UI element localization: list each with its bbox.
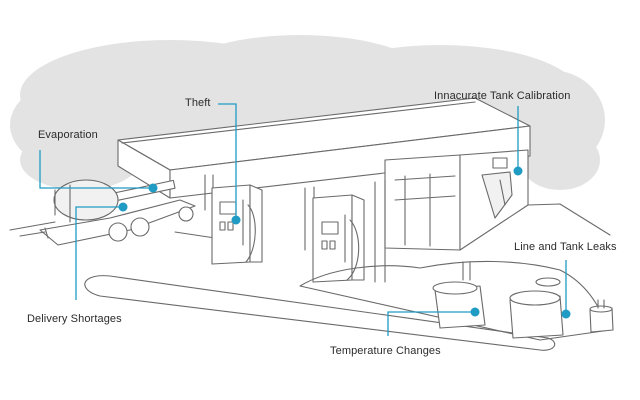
callout-dots	[118, 166, 571, 319]
delivery-label: Delivery Shortages	[27, 313, 122, 325]
theft-label: Theft	[185, 97, 211, 109]
theft-dot	[231, 215, 241, 225]
temperature-dot	[470, 307, 480, 317]
delivery-dot	[118, 202, 128, 212]
temperature-label: Temperature Changes	[330, 345, 441, 357]
leaks-dot	[561, 309, 571, 319]
temperature-leader	[387, 311, 474, 336]
callout-lines	[39, 103, 567, 336]
fuel-pump-left	[211, 184, 263, 265]
theft-leader	[218, 103, 237, 219]
evaporation-dot	[148, 183, 158, 193]
calibration-dot	[513, 166, 523, 176]
underground-tanks	[299, 260, 614, 341]
fuel-pump-right	[312, 194, 365, 283]
ground	[9, 203, 611, 239]
delivery-leader	[75, 206, 122, 300]
tanker-truck	[19, 179, 196, 246]
pump-island	[84, 275, 556, 351]
calibration-label: Innacurate Tank Calibration	[434, 90, 571, 102]
evaporation-leader	[39, 150, 152, 189]
evaporation-label: Evaporation	[38, 129, 98, 141]
store-building	[384, 149, 529, 251]
leaks-label: Line and Tank Leaks	[514, 241, 617, 253]
canopy	[117, 97, 531, 199]
